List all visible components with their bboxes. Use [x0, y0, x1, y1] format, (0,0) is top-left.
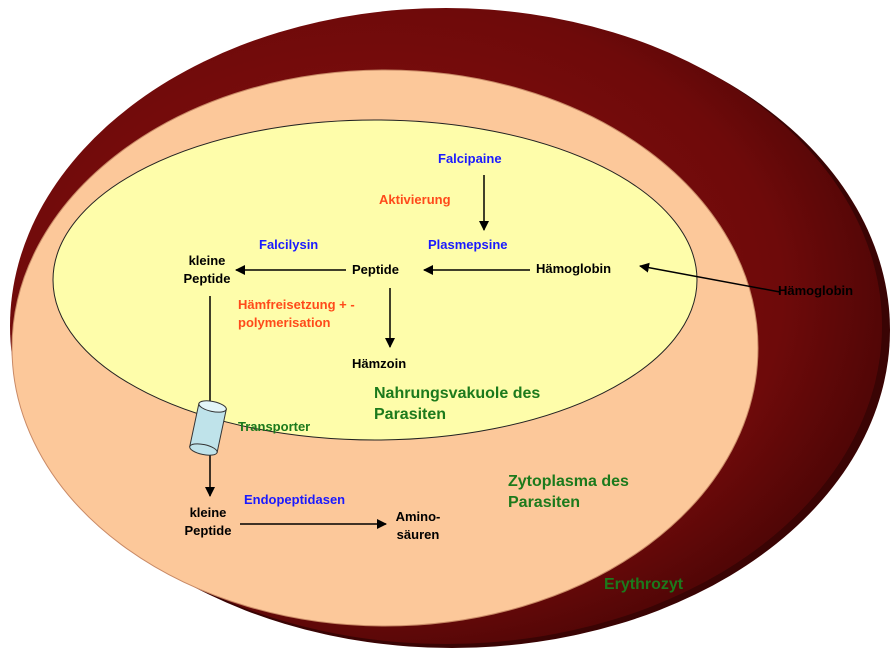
amino-acids-text: Amino-säuren [396, 509, 441, 542]
cytoplasm-label-text: Zytoplasma des Parasiten [508, 473, 629, 511]
amino-acids-label: Amino-säuren [388, 508, 448, 543]
hemoglobin-outside-label: Hämoglobin [778, 282, 853, 300]
erythrocyte-label: Erythrozyt [604, 575, 683, 596]
small-peptides-vacuole-label: kleine Peptide [178, 252, 236, 287]
aktivierung-label: Aktivierung [379, 191, 451, 209]
haem-release-label: Hämfreisetzung + -polymerisation [238, 296, 378, 331]
small-peptides-vacuole-text: kleine Peptide [184, 253, 231, 286]
endopeptidasen-label: Endopeptidasen [244, 491, 345, 509]
vacuole-label: Nahrungsvakuole des Parasiten [374, 384, 574, 426]
haem-release-label-text: Hämfreisetzung + -polymerisation [238, 297, 355, 330]
falcilysin-label: Falcilysin [259, 236, 318, 254]
cytoplasm-label: Zytoplasma des Parasiten [508, 472, 678, 514]
transporter-label: Transporter [238, 418, 310, 436]
plasmepsine-label: Plasmepsine [428, 236, 508, 254]
small-peptides-cytoplasm-text: kleine Peptide [185, 505, 232, 538]
hemozoin-label: Hämzoin [352, 355, 406, 373]
peptide-label: Peptide [352, 261, 399, 279]
small-peptides-cytoplasm-label: kleine Peptide [176, 504, 240, 539]
falcipaine-label: Falcipaine [438, 150, 502, 168]
vacuole-label-text: Nahrungsvakuole des Parasiten [374, 385, 540, 423]
hemoglobin-inside-label: Hämoglobin [536, 260, 611, 278]
